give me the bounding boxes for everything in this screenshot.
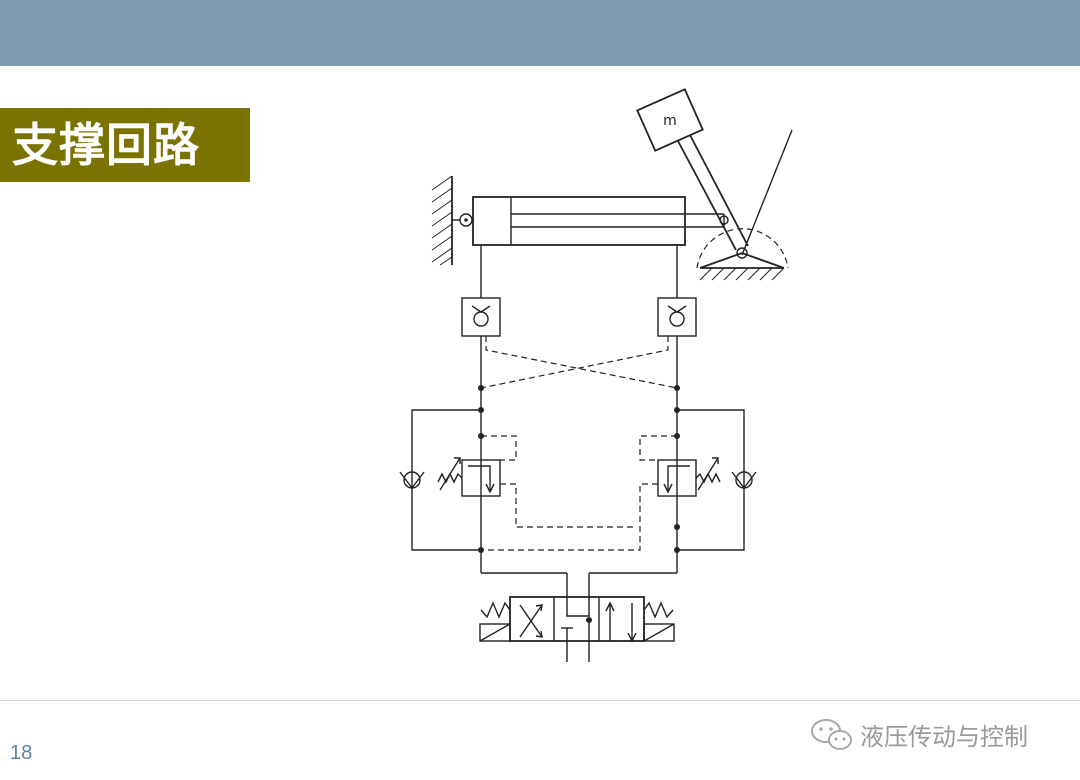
left-bypass-check-valve	[399, 409, 481, 551]
title-banner: 支撑回路	[0, 108, 250, 182]
page-number: 18	[10, 742, 33, 764]
fixed-wall	[431, 175, 453, 266]
wechat-icon	[811, 719, 852, 750]
right-bypass-check-valve	[677, 409, 757, 551]
directional-control-valve	[479, 596, 675, 662]
pilot-check-valve-left	[461, 297, 501, 337]
footer-divider	[0, 700, 1080, 701]
pilot-check-valve-right	[657, 297, 697, 337]
mass-arm: m	[636, 88, 793, 281]
page-title: 支撑回路	[12, 118, 200, 172]
mass-label: m	[663, 113, 677, 129]
watermark-text: 液压传动与控制	[860, 722, 1028, 751]
pilot-cross-lines	[480, 336, 678, 389]
main-lines	[480, 245, 678, 597]
junction-dots	[478, 385, 680, 623]
left-counterbalance-valve	[437, 435, 637, 528]
hydraulic-cylinder	[452, 196, 725, 246]
header-bar	[0, 0, 1080, 66]
right-counterbalance-valve	[481, 435, 721, 551]
watermark: 液压传动与控制	[808, 714, 1028, 754]
